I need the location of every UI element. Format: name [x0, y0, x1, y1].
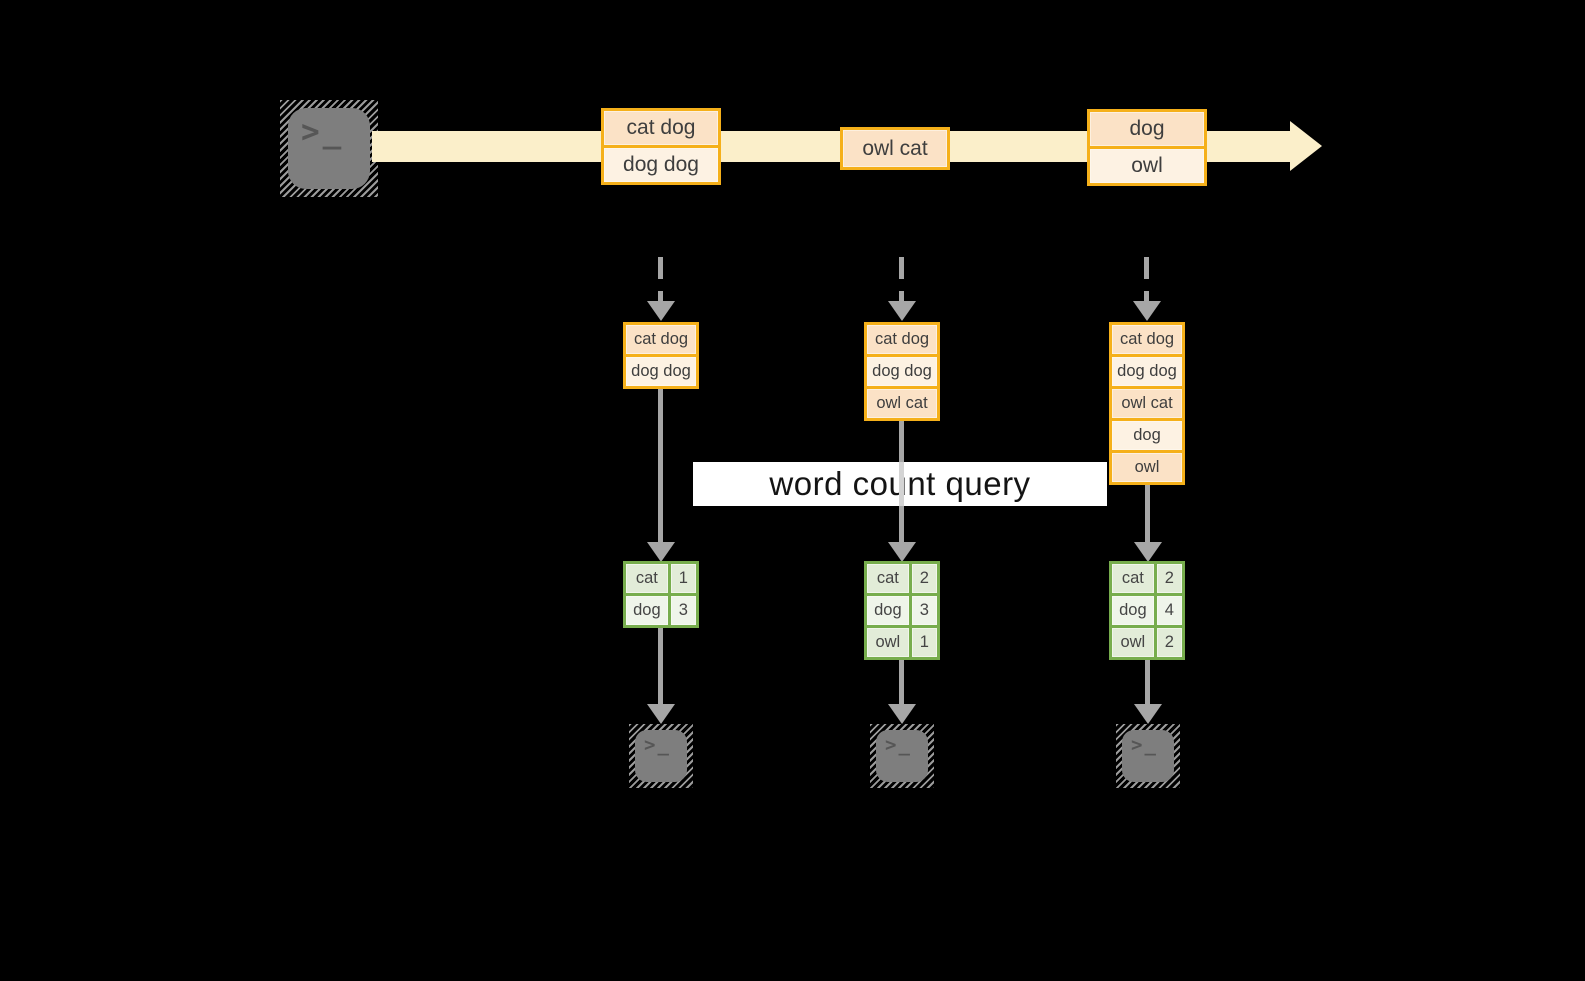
input-row: dog dog	[1112, 357, 1182, 386]
input-row: cat dog	[867, 325, 937, 354]
result-table-3: cat 2 dog 4 owl 2	[1109, 561, 1185, 660]
input-row: dog dog	[867, 357, 937, 386]
sink-arrowhead-icon	[888, 704, 916, 724]
stream-arrowhead-icon	[1290, 121, 1322, 171]
sink-arrowhead-icon	[647, 704, 675, 724]
result-word: cat	[867, 564, 909, 593]
result-word: dog	[626, 596, 668, 625]
input-row: cat dog	[1112, 325, 1182, 354]
result-row: dog 3	[867, 596, 937, 625]
query-arrow-line	[658, 389, 663, 544]
trigger-dashed-arrow-line	[658, 257, 663, 301]
stream-record: dog dog	[604, 148, 718, 182]
result-row: cat 2	[867, 564, 937, 593]
input-row: dog dog	[626, 357, 696, 386]
query-arrow-line-over-band	[899, 462, 904, 506]
terminal-prompt-icon: >_	[644, 734, 671, 756]
sink-terminal-icon: >_	[1116, 724, 1180, 788]
stream-batch-3: dog owl	[1087, 109, 1207, 186]
sink-terminal-icon: >_	[629, 724, 693, 788]
sink-arrow-line	[899, 660, 904, 705]
result-word: owl	[1112, 628, 1154, 657]
result-count: 3	[670, 596, 696, 625]
result-count: 1	[670, 564, 696, 593]
query-arrowhead-icon	[1134, 542, 1162, 562]
trigger-arrowhead-icon	[888, 301, 916, 321]
trigger-arrowhead-icon	[1133, 301, 1161, 321]
terminal-prompt-icon: >_	[301, 114, 345, 150]
trigger-dashed-arrow-line	[1144, 257, 1149, 301]
input-row: dog	[1112, 421, 1182, 450]
sink-arrow-line	[658, 628, 663, 705]
terminal-screen: >_	[876, 730, 928, 782]
result-count: 2	[1156, 628, 1182, 657]
input-table-1: cat dog dog dog	[623, 322, 699, 389]
input-row: owl cat	[867, 389, 937, 418]
source-terminal-icon: >_	[280, 100, 378, 197]
stream-record: dog	[1090, 112, 1204, 146]
result-count: 2	[1156, 564, 1182, 593]
trigger-dashed-arrow-line	[899, 257, 904, 301]
sink-arrow-line	[1145, 660, 1150, 705]
query-arrowhead-icon	[647, 542, 675, 562]
stream-record: owl	[1090, 149, 1204, 183]
input-table-3: cat dog dog dog owl cat dog owl	[1109, 322, 1185, 485]
result-table-2: cat 2 dog 3 owl 1	[864, 561, 940, 660]
terminal-screen: >_	[288, 108, 370, 189]
trigger-arrowhead-icon	[647, 301, 675, 321]
query-arrow-line	[1145, 485, 1150, 544]
query-arrowhead-icon	[888, 542, 916, 562]
input-row: owl cat	[1112, 389, 1182, 418]
terminal-prompt-icon: >_	[1131, 734, 1158, 756]
result-count: 1	[911, 628, 937, 657]
stream-record: cat dog	[604, 111, 718, 145]
result-word: cat	[626, 564, 668, 593]
sink-terminal-icon: >_	[870, 724, 934, 788]
result-word: dog	[1112, 596, 1154, 625]
terminal-screen: >_	[635, 730, 687, 782]
stream-batch-1: cat dog dog dog	[601, 108, 721, 185]
result-row: cat 2	[1112, 564, 1182, 593]
result-row: dog 4	[1112, 596, 1182, 625]
result-row: cat 1	[626, 564, 696, 593]
result-word: dog	[867, 596, 909, 625]
input-row: cat dog	[626, 325, 696, 354]
result-row: dog 3	[626, 596, 696, 625]
result-word: cat	[1112, 564, 1154, 593]
input-table-2: cat dog dog dog owl cat	[864, 322, 940, 421]
sink-arrowhead-icon	[1134, 704, 1162, 724]
result-count: 2	[911, 564, 937, 593]
stream-record: owl cat	[843, 130, 947, 167]
terminal-prompt-icon: >_	[885, 734, 912, 756]
terminal-screen: >_	[1122, 730, 1174, 782]
result-count: 4	[1156, 596, 1182, 625]
result-count: 3	[911, 596, 937, 625]
input-row: owl	[1112, 453, 1182, 482]
result-row: owl 2	[1112, 628, 1182, 657]
stream-batch-2: owl cat	[840, 127, 950, 170]
result-row: owl 1	[867, 628, 937, 657]
result-word: owl	[867, 628, 909, 657]
result-table-1: cat 1 dog 3	[623, 561, 699, 628]
